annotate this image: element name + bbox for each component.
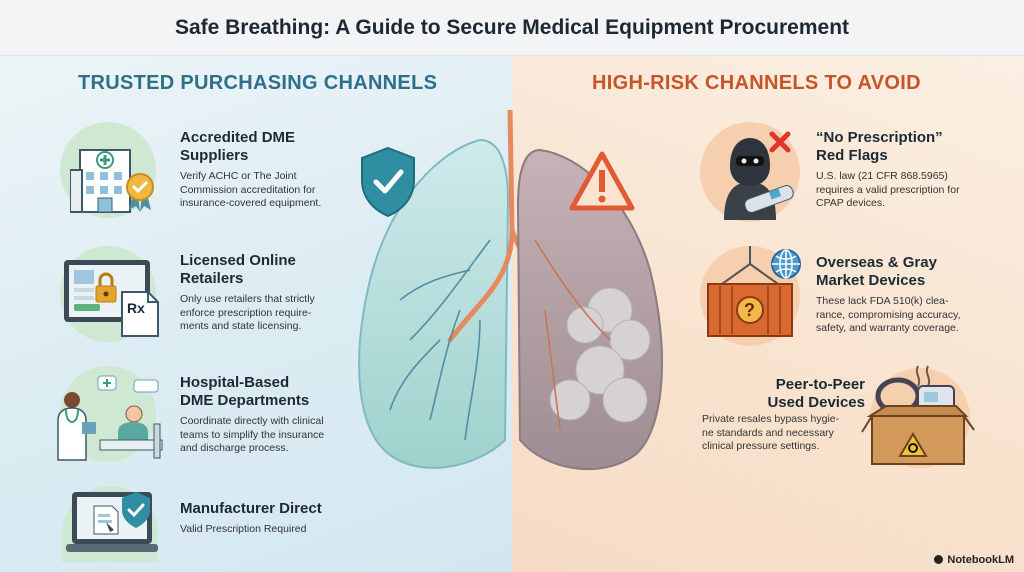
award-badge-icon xyxy=(126,173,154,212)
risk-channels-heading: HIGH-RISK CHANNELS TO AVOID xyxy=(592,72,921,94)
item-desc: Private resales bypass hygie- xyxy=(702,413,840,425)
item-desc: ments and state licensing. xyxy=(180,320,302,332)
red-x-icon xyxy=(769,131,791,153)
item-desc: CPAP devices. xyxy=(816,197,886,209)
globe-icon xyxy=(771,249,801,279)
item-desc: safety, and warranty coverage. xyxy=(816,322,959,334)
item-desc: U.S. law (21 CFR 868.5965) xyxy=(816,170,948,182)
item-title: Peer-to-Peer xyxy=(775,376,865,393)
item-title: Red Flags xyxy=(816,147,888,164)
laptop-shield-icon xyxy=(66,492,158,552)
rx-label: Rx xyxy=(127,300,145,316)
prescription-icon xyxy=(121,291,159,337)
item-desc: Only use retailers that strictly xyxy=(180,293,315,305)
damaged-bronchi xyxy=(534,239,611,431)
item-title: Suppliers xyxy=(180,147,249,164)
item-desc: clinical pressure settings. xyxy=(702,440,820,452)
item-desc: insurance-covered equipment. xyxy=(180,197,322,209)
lungs-illustration xyxy=(358,110,663,471)
notebooklm-logo-icon xyxy=(934,555,944,564)
notebooklm-watermark: NotebookLM xyxy=(934,554,1014,566)
item-desc: enforce prescription require- xyxy=(180,306,312,319)
item-peer-to-peer-desc: Private resales bypass hygie-ne standard… xyxy=(702,413,882,454)
watermark-text: NotebookLM xyxy=(947,554,1014,566)
hooded-seller-icon xyxy=(724,138,794,220)
item-title: Hospital-Based xyxy=(180,374,290,391)
container-question-mark: ? xyxy=(744,300,755,320)
item-title: Retailers xyxy=(180,270,244,287)
page-title: Safe Breathing: A Guide to Secure Medica… xyxy=(174,16,850,39)
item-title: Market Devices xyxy=(816,272,926,289)
item-desc: These lack FDA 510(k) clea- xyxy=(816,295,949,307)
item-desc: and discharge process. xyxy=(180,442,289,454)
item-desc: rance, compromising accuracy, xyxy=(816,308,961,321)
item-title: “No Prescription” xyxy=(816,129,943,146)
item-desc: Valid Prescription Required xyxy=(180,523,307,535)
item-manufacturer-direct: Manufacturer Direct Valid Prescription R… xyxy=(180,500,380,537)
item-desc: teams to simplify the insurance xyxy=(180,428,325,441)
item-title: Manufacturer Direct xyxy=(180,500,322,517)
shipping-container-icon xyxy=(707,246,793,337)
header-bar xyxy=(0,0,1024,56)
item-title: Overseas & Gray xyxy=(816,254,937,271)
hospital-icon xyxy=(70,149,131,213)
item-title: Accredited DME xyxy=(180,129,296,146)
smoke-clouds xyxy=(549,287,651,423)
item-desc: Verify ACHC or The Joint xyxy=(180,170,297,182)
item-no-prescription: “No Prescription”Red Flags U.S. law (21 … xyxy=(816,129,1016,211)
trusted-channels-heading: TRUSTED PURCHASING CHANNELS xyxy=(78,72,438,94)
item-desc: Commission accreditation for xyxy=(180,183,316,196)
biohazard-icon xyxy=(898,432,928,457)
warning-triangle-icon xyxy=(569,151,635,211)
shield-check-icon xyxy=(361,146,415,218)
item-desc: ne standards and necessary xyxy=(702,426,834,439)
item-title: Licensed Online xyxy=(180,252,296,269)
item-title: Used Devices xyxy=(767,394,865,411)
doctor-patient-icon xyxy=(57,375,163,461)
healthy-bronchi xyxy=(389,239,491,441)
item-desc: Coordinate directly with clinical xyxy=(180,415,324,427)
item-title: DME Departments xyxy=(180,392,310,409)
item-desc: requires a valid prescription for xyxy=(816,183,960,196)
